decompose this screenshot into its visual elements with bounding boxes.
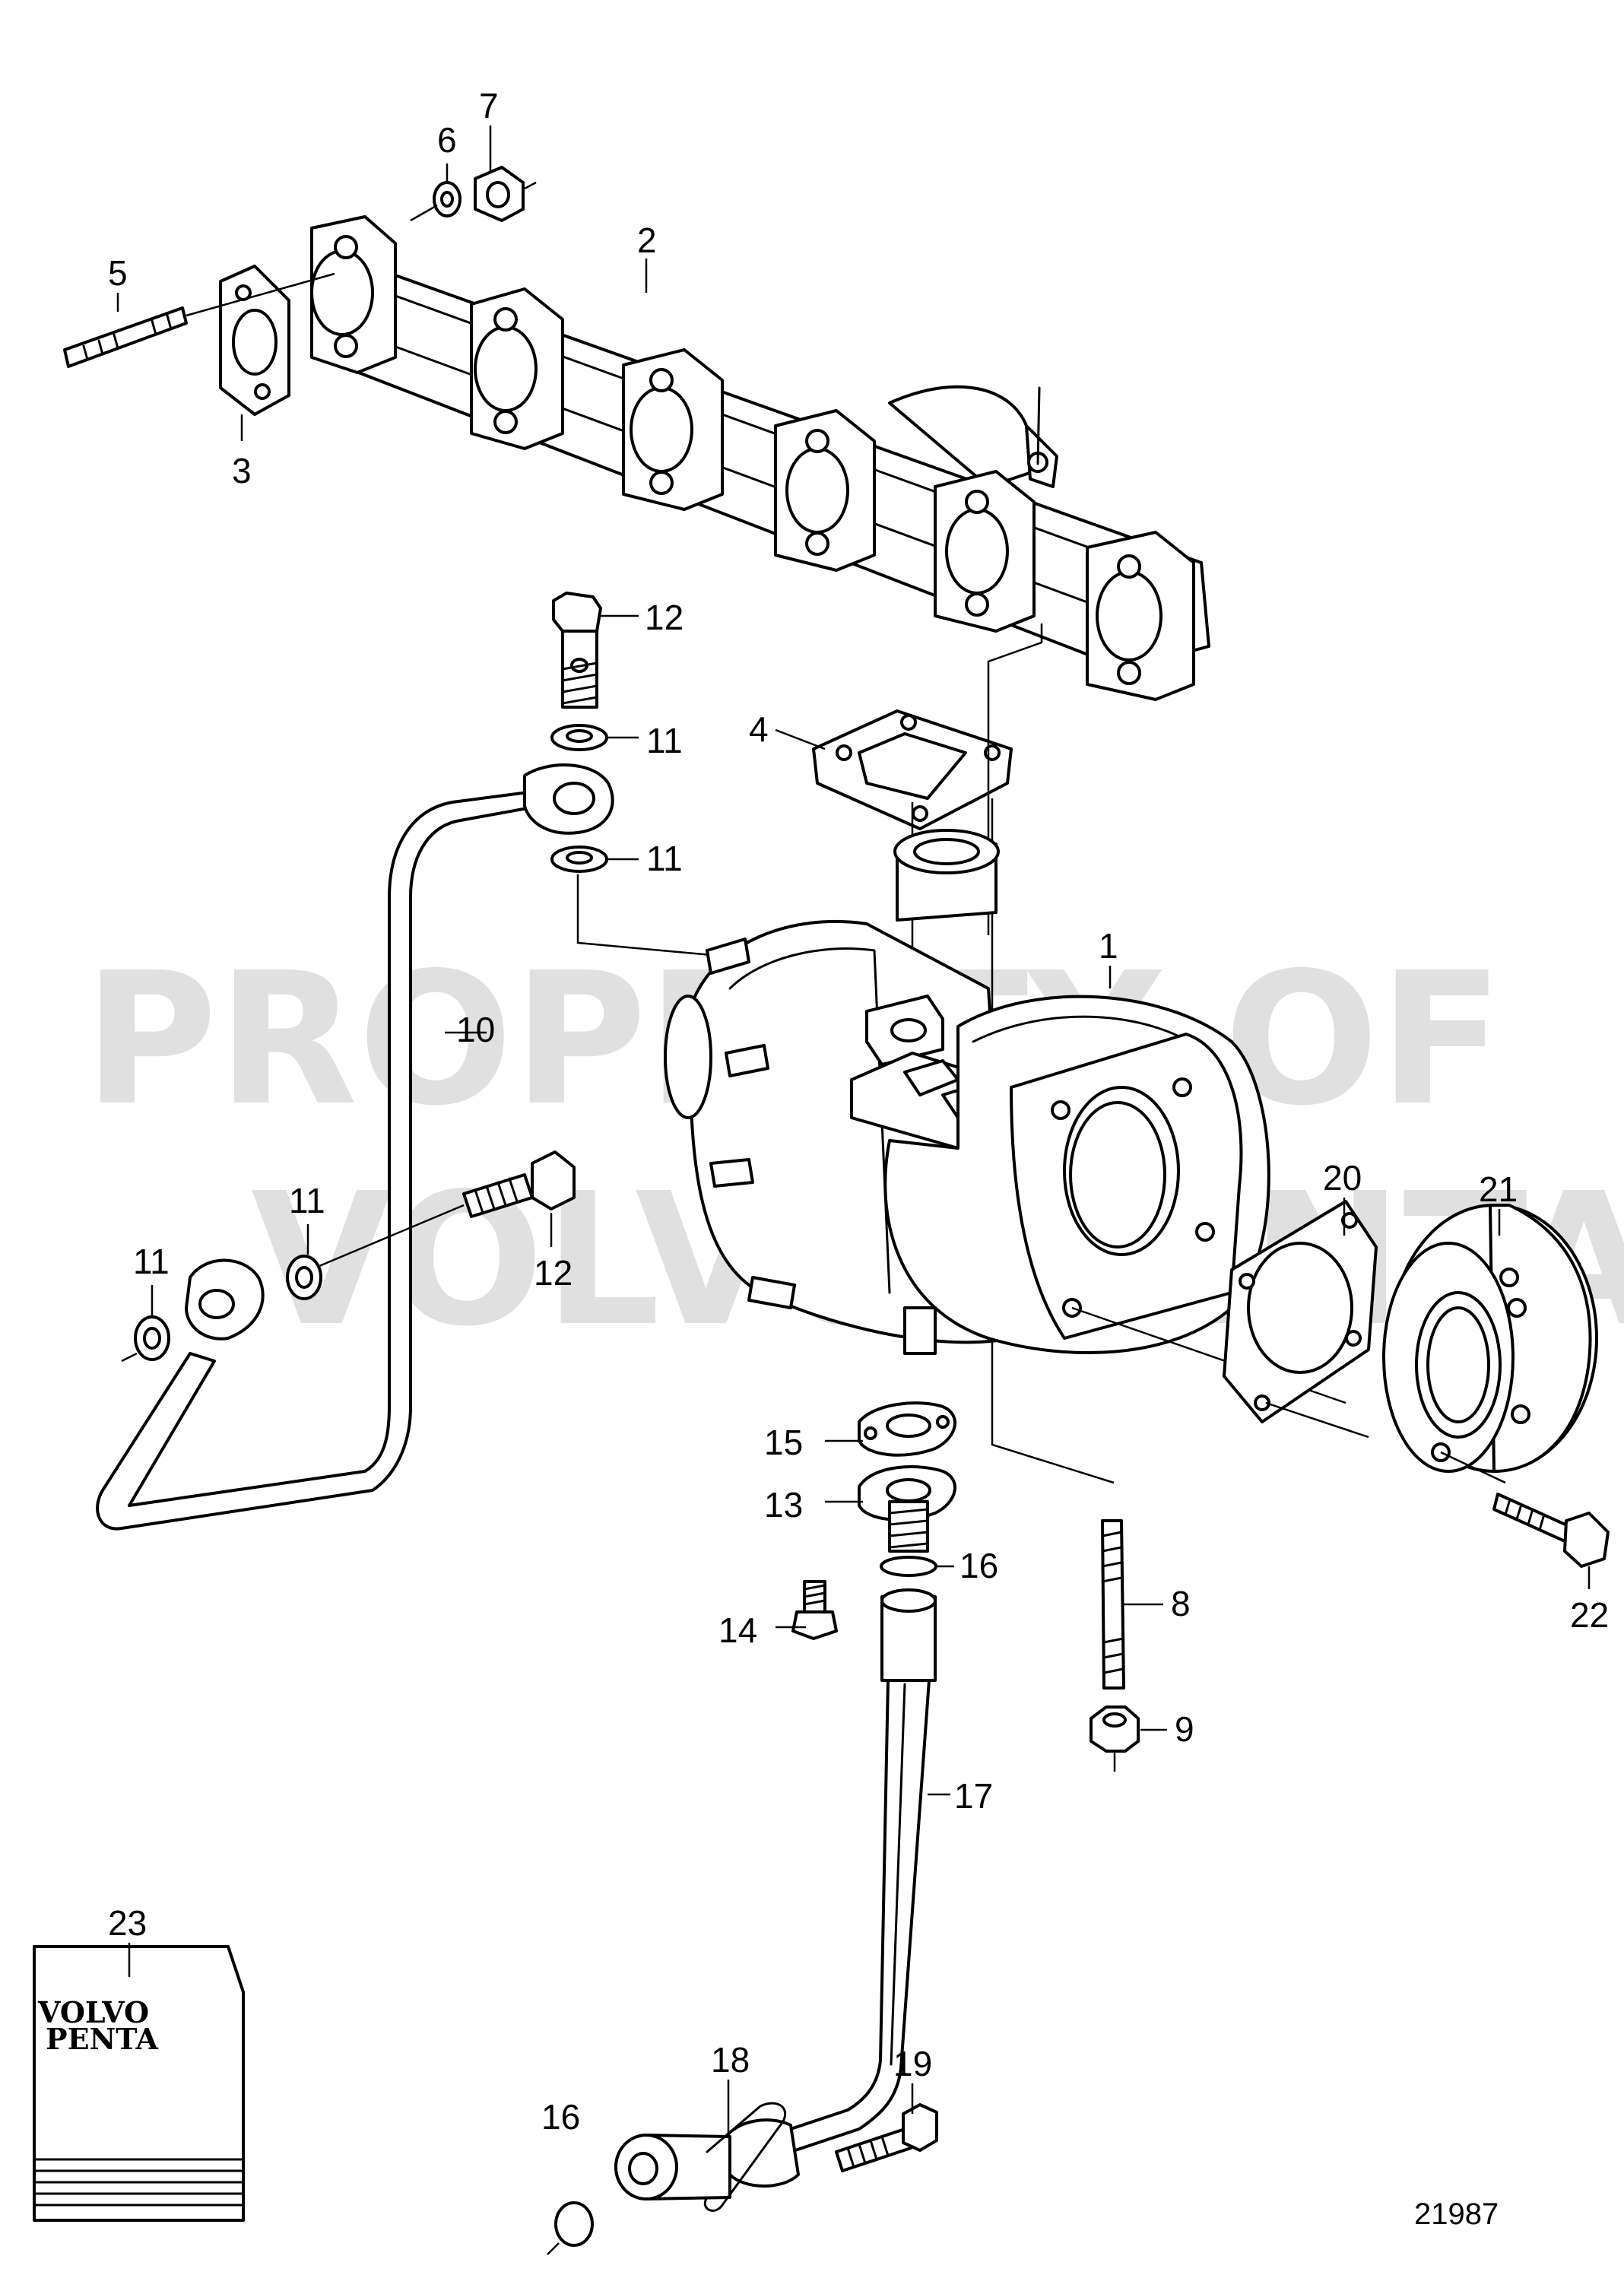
exhaust-manifold [310, 215, 1210, 701]
callout-11-middle: 11 [646, 839, 683, 878]
callout-1: 1 [1099, 926, 1118, 966]
callout-19: 19 [893, 2044, 932, 2083]
callout-23: 23 [108, 1903, 147, 1943]
manifold-flange-2 [470, 287, 564, 450]
callout-14: 14 [718, 1610, 757, 1650]
callout-11-lower: 11 [289, 1181, 325, 1220]
exhaust-outlet-flange [1382, 1204, 1598, 1473]
callout-16-top: 16 [959, 1546, 998, 1585]
callout-15: 15 [764, 1423, 803, 1462]
turbo-flange-gasket [812, 709, 1013, 830]
callout-21: 21 [1479, 1169, 1518, 1209]
callout-12-top: 12 [645, 598, 684, 637]
manifold-gasket [219, 265, 290, 416]
callout-9: 9 [1175, 1709, 1194, 1749]
manifold-flange-5 [934, 470, 1036, 633]
manifold-flange-3 [622, 348, 724, 511]
callout-5: 5 [108, 253, 128, 293]
drain-flange-bolt [791, 1580, 838, 1640]
callout-20: 20 [1323, 1158, 1362, 1198]
flange-bolt [1440, 1451, 1610, 1568]
oil-return-pipe [789, 1588, 937, 2153]
banjo-bolt-top [552, 592, 602, 709]
callout-4: 4 [749, 709, 769, 749]
manual-brand-line-2: PENTA [46, 2022, 158, 2056]
turbo-stud-and-nut [1090, 1519, 1140, 1772]
callout-6: 6 [437, 120, 457, 160]
oil-supply-pipe [96, 763, 614, 1531]
callout-12-lower: 12 [534, 1253, 573, 1293]
turbo-outlet-gasket [1223, 1200, 1378, 1439]
washer-and-nut [410, 166, 537, 222]
callout-leaders [116, 125, 1591, 2137]
manifold-flange-4 [774, 409, 876, 572]
return-pipe-fitting [614, 2102, 800, 2212]
callout-7: 7 [479, 86, 499, 125]
o-ring-top [880, 1556, 937, 1577]
callout-labels: 1 2 3 4 5 6 7 8 9 10 11 11 11 11 12 12 1… [108, 86, 1609, 2137]
callout-11-left: 11 [133, 1242, 170, 1281]
assembly-line-1 [987, 623, 1043, 935]
callout-18: 18 [711, 2040, 750, 2080]
banjo-bolt-lower [319, 1150, 576, 1268]
callout-3: 3 [232, 451, 252, 490]
callout-16-bottom: 16 [541, 2097, 580, 2137]
fitting-bolt [835, 2103, 938, 2172]
diagram-number: 21987 [1414, 2197, 1499, 2231]
sealing-washers [121, 724, 608, 1363]
callout-17: 17 [954, 1776, 993, 1816]
callout-22: 22 [1570, 1595, 1609, 1635]
instruction-manual: VOLVO PENTA [33, 1945, 245, 2222]
callout-2: 2 [637, 221, 657, 260]
manual-brand-line-1: VOLVO [37, 1995, 149, 2029]
turbocharger [664, 829, 1346, 1404]
manifold-stud [63, 272, 335, 368]
manifold-flange-6 [1086, 531, 1195, 701]
callout-8: 8 [1171, 1584, 1191, 1623]
callout-10: 10 [456, 1010, 495, 1049]
o-ring-bottom [554, 2201, 594, 2247]
callout-11-top: 11 [646, 721, 683, 760]
manifold-flange-1 [310, 215, 397, 374]
callout-13: 13 [764, 1485, 803, 1525]
drain-gasket-and-flange [858, 1401, 956, 1553]
